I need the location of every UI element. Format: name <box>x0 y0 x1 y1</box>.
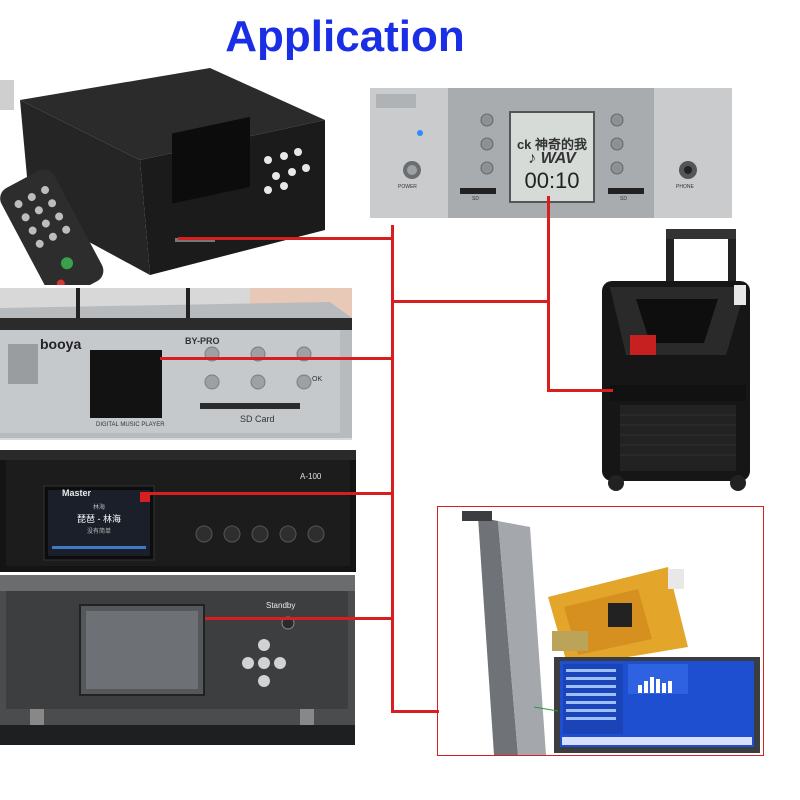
wire-hub-to-speaker-horizontal <box>391 300 549 303</box>
master-screen-line3: 没有简单 <box>86 529 111 535</box>
master-screen-line1: 林海 <box>92 505 105 511</box>
booya-model: BY-PRO <box>185 336 220 346</box>
rack-player-screen-line1: ck 神奇的我 <box>516 137 588 152</box>
booya-card-label: SD Card <box>240 414 275 424</box>
booya-player-photo: booya BY-PRO DIGITAL MUSIC PLAYER SD Car… <box>0 288 352 440</box>
wire-master <box>150 492 393 495</box>
rack-player-phone-label: PHONE <box>676 184 694 190</box>
rack-player-screen-line2: ♪ WAV <box>528 150 576 167</box>
rack-player-usb-label: SD <box>620 196 627 202</box>
booya-brand: booya <box>40 336 82 352</box>
silver-rack-player-photo: ck 神奇的我 ♪ WAV 00:10 POWER PHONE SD SD <box>370 88 732 218</box>
master-brand: Master <box>62 488 92 498</box>
wire-booya <box>160 357 393 360</box>
page-title: Application <box>225 12 465 61</box>
wire-black-player <box>178 237 393 240</box>
standby-player-photo: Standby <box>0 575 355 745</box>
booya-ok-label: OK <box>312 376 323 383</box>
master-screen-line2: 琵琶 - 林海 <box>77 514 121 524</box>
master-player-photo: Master A-100 林海 琵琶 - 林海 没有简单 <box>0 450 356 572</box>
wire-rack-to-speaker-vertical <box>547 196 550 392</box>
master-model: A-100 <box>300 472 322 481</box>
wire-vertical-main <box>391 225 394 713</box>
rack-player-screen-time: 00:10 <box>524 168 580 193</box>
rack-player-power-label: POWER <box>398 184 417 190</box>
rack-player-sd-label: SD <box>472 196 479 202</box>
lcd-module-photo <box>437 506 764 756</box>
wire-standby <box>205 617 393 620</box>
trolley-speaker-photo <box>596 225 756 495</box>
standby-label: Standby <box>266 601 296 610</box>
wire-speaker-input <box>547 389 613 392</box>
booya-subtitle: DIGITAL MUSIC PLAYER <box>96 422 165 428</box>
wire-to-lcd <box>391 710 439 713</box>
black-player-photo <box>0 60 330 285</box>
